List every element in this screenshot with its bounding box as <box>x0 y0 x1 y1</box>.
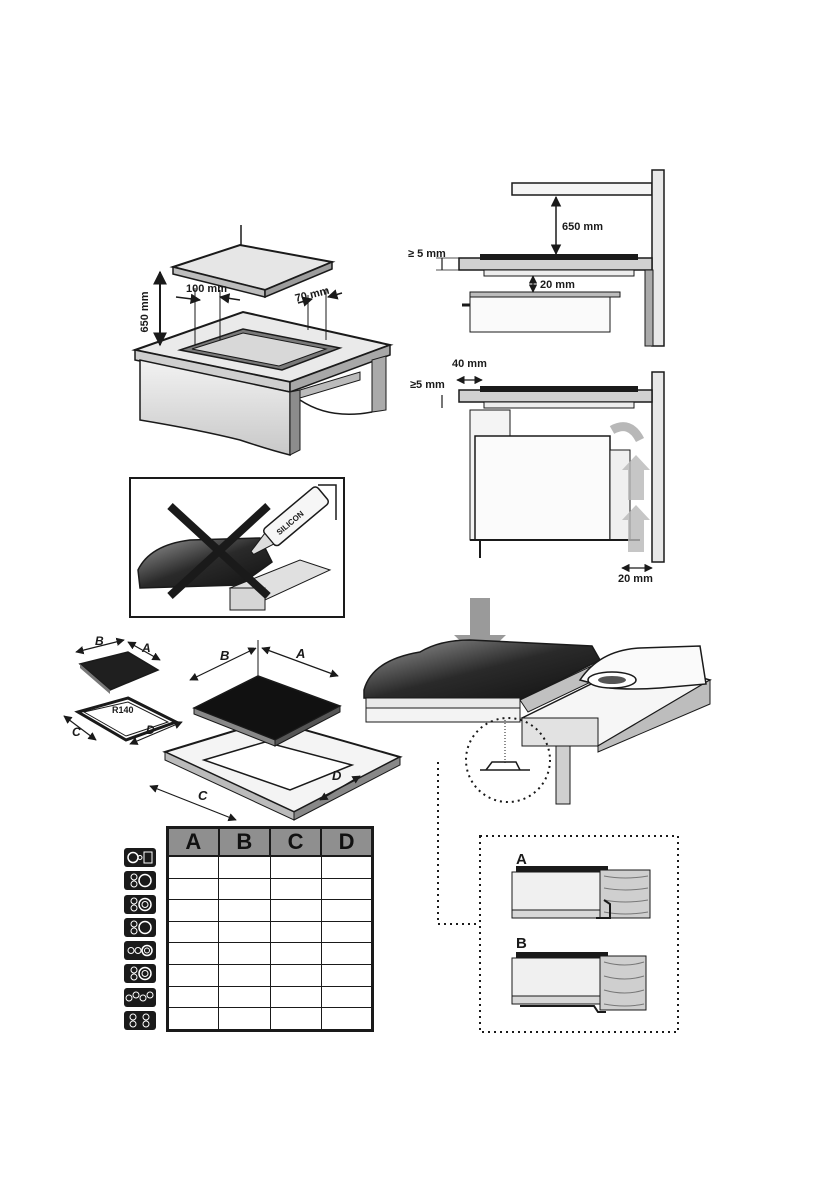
label-R140: R140 <box>112 705 134 715</box>
table-cell <box>320 1007 374 1031</box>
label-small-B: B <box>95 634 104 648</box>
table-cell <box>320 855 374 879</box>
hob-layout-4-icon <box>124 917 156 937</box>
label-detail-B: B <box>516 935 527 952</box>
label-large-A: A <box>295 646 305 661</box>
table-cell <box>320 920 374 944</box>
table-cell <box>166 899 220 922</box>
table-cell <box>320 985 374 1009</box>
table-row <box>166 1007 374 1031</box>
label-large-D: D <box>332 768 342 783</box>
detail-connector <box>437 762 480 925</box>
table-row <box>166 964 374 987</box>
table-row <box>166 855 374 879</box>
hob-icon-column <box>124 848 158 1034</box>
table-cell <box>218 855 271 879</box>
table-cell <box>269 920 322 944</box>
header-D: D <box>320 826 374 857</box>
table-cell <box>218 920 271 944</box>
table-cell <box>166 855 220 879</box>
silicon-warning-box: SILICON <box>129 477 345 618</box>
table-cell <box>320 942 374 966</box>
label-large-B: B <box>220 648 229 663</box>
label-small-C: C <box>72 725 81 739</box>
table-cell <box>218 942 271 966</box>
label-detail-A: A <box>516 851 527 868</box>
table-cell <box>218 1007 271 1031</box>
table-cell <box>320 964 374 987</box>
table-row <box>166 920 374 944</box>
label-5mm-top: ≥ 5 mm <box>408 248 446 260</box>
table-cell <box>269 942 322 966</box>
table-cell <box>166 877 220 901</box>
hob-layout-8-icon <box>124 1011 156 1031</box>
label-small-A: A <box>141 641 151 655</box>
label-100mm: 100 mm <box>186 283 227 295</box>
label-5mm-bottom: ≥5 mm <box>410 379 445 391</box>
clip-detail-box: A B <box>479 835 679 1033</box>
table-cell <box>269 985 322 1009</box>
table-cell <box>269 899 322 922</box>
label-small-D: D <box>146 723 155 737</box>
small-hob-dimensions: B A R140 C D <box>63 634 183 745</box>
table-cell <box>166 920 220 944</box>
label-20mm-top: 20 mm <box>540 279 575 291</box>
header-C: C <box>268 826 323 857</box>
dimension-table: A B C D <box>166 826 374 1032</box>
label-40mm: 40 mm <box>452 358 487 370</box>
label-70mm: 70 mm <box>294 285 331 305</box>
table-cell <box>166 985 220 1009</box>
table-row <box>166 877 374 901</box>
header-A: A <box>166 826 220 857</box>
table-cell <box>166 964 220 987</box>
table-row <box>166 942 374 966</box>
table-cell <box>218 964 271 987</box>
table-cell <box>166 942 220 966</box>
label-large-C: C <box>198 788 208 803</box>
table-cell <box>166 1007 220 1031</box>
table-row <box>166 899 374 922</box>
label-650mm-left: 650 mm <box>139 291 151 332</box>
label-20mm-bottom: 20 mm <box>618 573 653 585</box>
table-header-row: A B C D <box>166 826 374 857</box>
table-cell <box>218 877 271 901</box>
side-section-upper: 650 mm 20 mm ≥ 5 mm <box>408 169 665 347</box>
side-section-oven: 40 mm ≥5 mm 20 mm <box>410 358 665 585</box>
hob-layout-3-icon <box>124 894 156 914</box>
hob-layout-2-icon <box>124 871 156 891</box>
table-cell <box>320 877 374 901</box>
table-row <box>166 985 374 1009</box>
table-cell <box>218 985 271 1009</box>
hob-layout-7-icon <box>124 987 156 1007</box>
table-cell <box>269 855 322 879</box>
hob-layout-5-icon <box>124 941 156 961</box>
table-cell <box>269 877 322 901</box>
hob-installation-figure <box>363 639 712 805</box>
hob-layout-1-icon <box>124 848 156 867</box>
header-B: B <box>217 826 272 857</box>
table-cell <box>320 899 374 922</box>
worktop-cutout-figure: 650 mm 100 mm 70 mm <box>131 225 394 456</box>
label-650mm-right: 650 mm <box>562 221 603 233</box>
table-cell <box>269 964 322 987</box>
hob-layout-6-icon <box>124 964 156 984</box>
table-cell <box>269 1007 322 1031</box>
large-hob-dimensions: B A C D <box>149 640 403 822</box>
table-cell <box>218 899 271 922</box>
